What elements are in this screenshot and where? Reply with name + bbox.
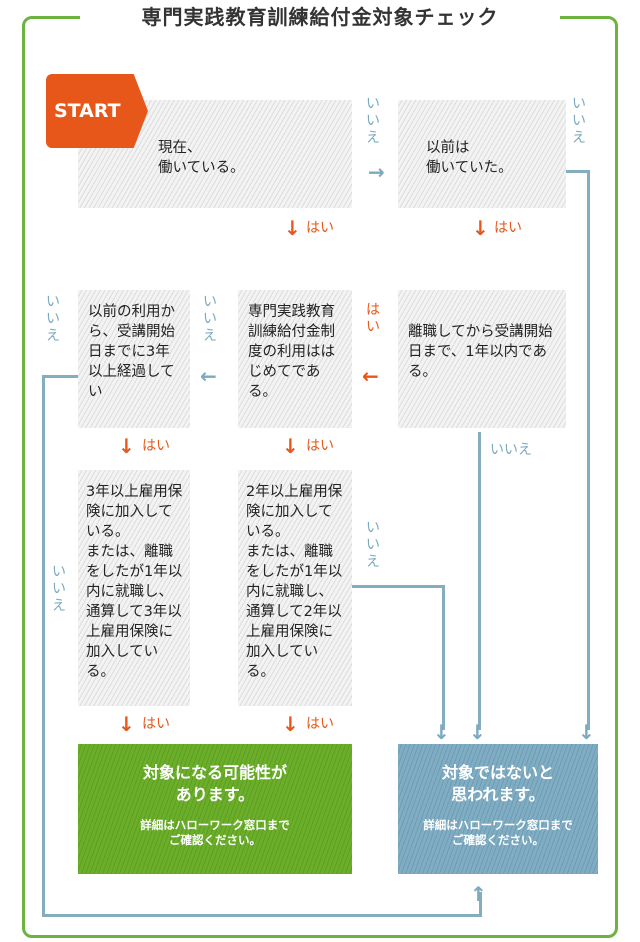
yes-label: はい — [142, 716, 170, 732]
result-heading: 対象になる可能性が あります。 — [142, 763, 287, 804]
question-within-1-year: 離職してから受講開始日まで、1年以内である。 — [398, 290, 566, 428]
connector — [478, 432, 481, 730]
no-label: いいえ — [52, 564, 66, 614]
no-label: いいえ — [203, 294, 217, 344]
arrow-down-icon: ↓ — [433, 720, 450, 744]
yes-label: はい — [306, 220, 334, 236]
question-worked-before: 以前は 働いていた。 — [398, 100, 566, 208]
connector — [479, 892, 482, 916]
result-not-eligible: 対象ではないと 思われます。 詳細はハローワーク窓口まで ご確認ください。 — [398, 744, 598, 874]
arrow-up-icon: ↑ — [470, 882, 487, 906]
arrow-down-icon: ↓ — [282, 434, 299, 458]
connector — [442, 585, 445, 730]
result-eligible: 対象になる可能性が あります。 詳細はハローワーク窓口まで ご確認ください。 — [78, 744, 352, 874]
page-title: 専門実践教育訓練給付金対象チェック — [80, 2, 560, 32]
yes-label: はい — [366, 302, 380, 335]
result-heading: 対象ではないと 思われます。 — [441, 763, 554, 804]
no-label: いいえ — [490, 442, 532, 458]
arrow-down-icon: ↓ — [472, 216, 489, 240]
arrow-down-icon: ↓ — [284, 216, 301, 240]
arrow-down-icon: ↓ — [578, 720, 595, 744]
yes-label: はい — [494, 220, 522, 236]
arrow-down-icon: ↓ — [118, 434, 135, 458]
arrow-right-icon: → — [368, 160, 385, 184]
question-3-years-since: 以前の利用から、受講開始日までに3年以上経過してい — [78, 290, 190, 428]
no-label: いいえ — [572, 96, 586, 146]
connector — [566, 170, 590, 173]
connector — [42, 375, 78, 378]
question-first-use: 専門実践教育訓練給付金制度の利用ははじめてである。 — [238, 290, 352, 428]
result-note: 詳細はハローワーク窓口まで ご確認ください。 — [423, 818, 573, 847]
arrow-left-icon: ← — [200, 364, 217, 388]
start-badge: START — [46, 74, 148, 148]
no-label: いいえ — [366, 96, 380, 146]
yes-label: はい — [306, 716, 334, 732]
connector — [42, 375, 45, 917]
question-3-years-insured: 3年以上雇用保険に加入している。 または、離職をしたが1年以内に就職し、通算して… — [78, 470, 190, 706]
yes-label: はい — [306, 438, 334, 454]
connector — [352, 585, 444, 588]
no-label: いいえ — [46, 294, 60, 344]
arrow-down-icon: ↓ — [469, 720, 486, 744]
no-label: いいえ — [366, 520, 380, 570]
arrow-left-icon: ← — [362, 364, 379, 388]
arrow-down-icon: ↓ — [118, 712, 135, 736]
arrow-down-icon: ↓ — [282, 712, 299, 736]
connector — [587, 170, 590, 730]
result-note: 詳細はハローワーク窓口まで ご確認ください。 — [140, 818, 290, 847]
yes-label: はい — [142, 438, 170, 454]
connector — [42, 914, 482, 917]
question-2-years-insured: 2年以上雇用保険に加入している。 または、離職をしたが1年以内に就職し、通算して… — [238, 470, 352, 706]
